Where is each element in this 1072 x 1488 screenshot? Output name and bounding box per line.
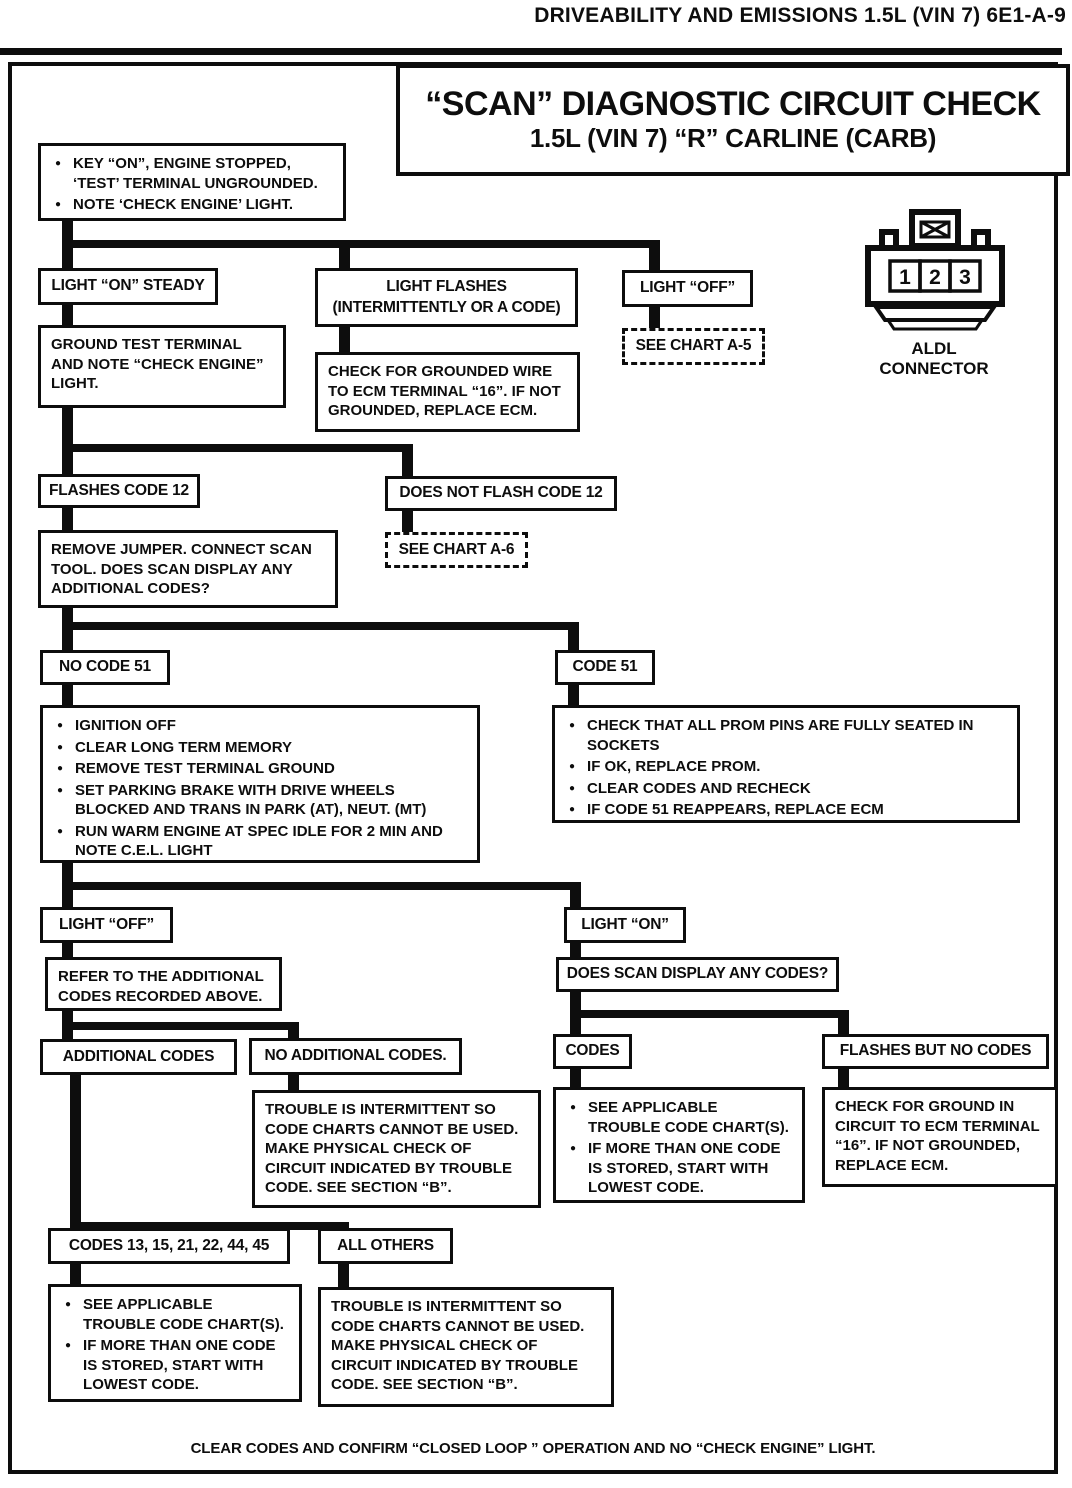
connector-line [62,1008,73,1030]
connector-line [570,882,581,909]
flow-node-code-51-steps: CHECK THAT ALL PROM PINS ARE FULLY SEATE… [552,705,1020,823]
connector-line [62,940,73,959]
connector-line [62,303,73,327]
connector-line [62,214,73,248]
connector-line [570,989,581,1018]
connector-line [339,240,350,270]
connector-line [838,1010,849,1036]
connector-line [339,324,350,354]
flow-node-ground-test-terminal: GROUND TEST TERMINAL AND NOTE “CHECK ENG… [38,325,286,408]
connector-line [62,882,73,909]
connector-line [62,682,73,707]
flow-node-refer-additional-codes: REFER TO THE ADDITIONAL CODES RECORDED A… [45,957,282,1011]
flow-node-flashes-code-12: FLASHES CODE 12 [38,474,200,508]
connector-line [402,508,413,534]
aldl-pin-2: 2 [929,266,941,289]
flow-node-codes-steps: SEE APPLICABLE TROUBLE CODE CHART(S). IF… [553,1087,805,1203]
connector-line [649,305,660,330]
flow-node-see-chart-a6: SEE CHART A-6 [385,532,528,568]
page-header: DRIVEABILITY AND EMISSIONS 1.5L (VIN 7) … [534,4,1066,27]
connector-line [568,622,579,652]
header-rule [0,48,1062,55]
flow-node-check-grounded-wire: CHECK FOR GROUNDED WIRE TO ECM TERMINAL … [315,352,580,432]
flow-node-remove-jumper: REMOVE JUMPER. CONNECT SCAN TOOL. DOES S… [38,530,338,608]
flow-node-does-not-flash-code-12: DOES NOT FLASH CODE 12 [385,476,617,511]
flow-node-does-scan-display-codes: DOES SCAN DISPLAY ANY CODES? [556,957,839,992]
flow-node-code-51: CODE 51 [555,650,655,685]
flow-node-codes-13-15-steps: SEE APPLICABLE TROUBLE CODE CHART(S). IF… [48,1284,302,1402]
flow-node-no-additional-codes: NO ADDITIONAL CODES. [249,1038,462,1075]
aldl-connector-icon: 1 2 3 [865,209,1005,331]
flow-node-light-off-2: LIGHT “OFF” [40,907,173,943]
connector-line [570,1066,581,1089]
flow-node-no-code-51-steps: IGNITION OFF CLEAR LONG TERM MEMORY REMO… [40,705,480,863]
connector-line [62,858,73,890]
flow-node-trouble-intermittent-1: TROUBLE IS INTERMITTENT SO CODE CHARTS C… [252,1090,541,1208]
connector-line [570,1010,849,1018]
connector-line [62,882,581,890]
flow-node-light-on-2: LIGHT “ON” [564,907,686,943]
flow-node-light-off: LIGHT “OFF” [622,270,753,307]
chart-subtitle: 1.5L (VIN 7) “R” CARLINE (CARB) [529,123,937,154]
footer-instruction: CLEAR CODES AND CONFIRM “CLOSED LOOP ” O… [190,1440,876,1457]
flow-node-flashes-but-no-codes: FLASHES BUT NO CODES [822,1034,1049,1069]
connector-line [70,1222,349,1230]
flow-node-additional-codes: ADDITIONAL CODES [40,1039,237,1075]
aldl-pin-1: 1 [899,266,911,289]
connector-line [62,1022,299,1030]
connector-line [62,405,73,452]
connector-line [62,622,579,630]
connector-line [70,1262,81,1286]
flow-node-codes-13-15-21-22-44-45: CODES 13, 15, 21, 22, 44, 45 [48,1228,290,1264]
connector-line [62,1022,73,1041]
connector-line [568,682,579,707]
connector-line [62,505,73,532]
connector-line [288,1022,299,1040]
connector-line [70,1071,81,1230]
connector-line [570,1010,581,1036]
connector-line [62,622,73,652]
aldl-connector-label: ALDL CONNECTOR [879,339,989,379]
connector-line [62,444,73,476]
connector-line [338,1262,349,1289]
flow-node-check-ground-circuit: CHECK FOR GROUND IN CIRCUIT TO ECM TERMI… [822,1087,1058,1187]
flow-node-start: KEY “ON”, ENGINE STOPPED, ‘TEST’ TERMINA… [38,143,346,221]
connector-line [62,240,73,270]
flow-node-codes: CODES [553,1034,632,1069]
flow-node-light-on-steady: LIGHT “ON” STEADY [38,268,218,305]
connector-line [62,444,413,452]
aldl-pin-3: 3 [959,266,971,289]
connector-line [62,240,660,248]
flow-node-no-code-51: NO CODE 51 [40,650,170,685]
flow-node-light-flashes: LIGHT FLASHES (INTERMITTENTLY OR A CODE) [315,268,578,327]
chart-title: “SCAN” DIAGNOSTIC CIRCUIT CHECK [425,84,1041,123]
connector-line [838,1066,849,1089]
flow-node-all-others: ALL OTHERS [318,1228,453,1264]
connector-line [62,605,73,630]
flow-node-trouble-intermittent-2: TROUBLE IS INTERMITTENT SO CODE CHARTS C… [318,1287,614,1407]
connector-line [649,240,660,272]
flow-node-see-chart-a5: SEE CHART A-5 [622,328,765,365]
connector-line [288,1071,299,1092]
connector-line [338,1222,349,1232]
chart-title-box: “SCAN” DIAGNOSTIC CIRCUIT CHECK 1.5L (VI… [396,64,1070,176]
aldl-connector-figure: 1 2 3 ALDL CONNECTOR [858,208,1010,380]
connector-line [402,444,413,478]
connector-line [570,940,581,959]
